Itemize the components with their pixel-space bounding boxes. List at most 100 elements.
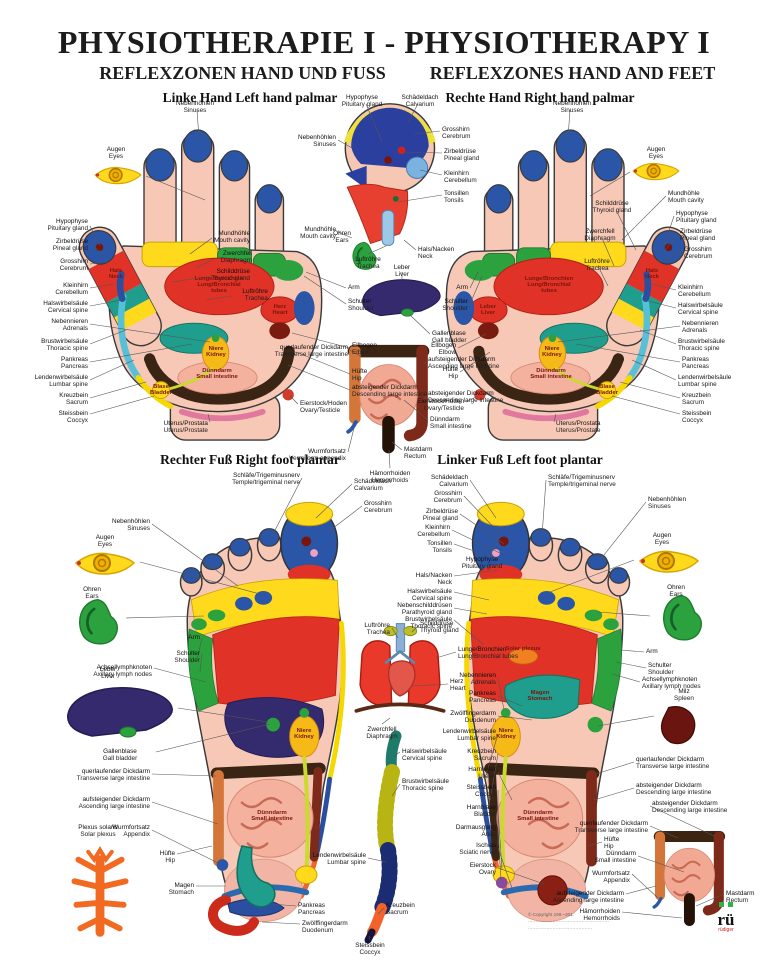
- leader-line-sinuses-feet-left: [151, 523, 239, 587]
- leader-line-cervical-feet: [393, 751, 401, 757]
- leader-line-appendix-feet-left: [151, 829, 221, 865]
- leader-line-axillary-feet-left: [153, 667, 207, 683]
- leader-line-desc-colon-hands: [423, 395, 427, 401]
- leader-line-pancreas-lfoot: [497, 695, 523, 707]
- leader-line-adrenals-lfoot: [497, 677, 505, 711]
- leader-line-parathyroid-lfoot: [453, 607, 488, 615]
- leader-line-mouth-right: [621, 195, 667, 241]
- leader-line-transverse-colon-hands: [349, 349, 361, 357]
- page-title: PHYSIOTHERAPIE I - PHYSIOTHERAPY I: [57, 24, 711, 60]
- leader-line-thyroid-right: [615, 209, 637, 251]
- leader-line-sciatic-lfoot: [497, 847, 513, 889]
- leader-line-desc-colon-diagram: [649, 805, 715, 837]
- leader-line-temple-lfoot: [541, 479, 547, 537]
- leader-line-thoracic-right: [639, 329, 677, 345]
- publisher-logo: rü rüdiger: [704, 894, 748, 934]
- leader-line-spleen-feet: [597, 715, 655, 727]
- leader-line-ovary-testicle-left: [289, 395, 299, 405]
- leader-line-duodenum-lfoot: [497, 715, 533, 721]
- leader-line-cerebellum-lfoot: [451, 529, 503, 555]
- leader-line-gallbladder-center: [409, 314, 431, 335]
- leader-line-uterus-prostate-right: [553, 413, 557, 423]
- leader-line-bladder-lfoot: [497, 809, 503, 871]
- leader-line-lumbar-right: [631, 359, 677, 381]
- leader-line-pituitary-left: [89, 225, 101, 247]
- leader-line-appendix-hands: [347, 427, 355, 453]
- leader-line-pituitary-lfoot: [489, 541, 498, 555]
- leader-line-pancreas-right: [575, 343, 681, 363]
- leader-line-eyes-right: [589, 171, 631, 197]
- leader-line-coccyx-feet: [368, 935, 371, 941]
- logo-text: rü: [717, 910, 735, 929]
- leader-line-lung-feet: [435, 651, 457, 659]
- leader-line-eyes-left: [145, 175, 206, 201]
- leader-line-cervical-left: [89, 299, 123, 307]
- leader-line-anus-lfoot: [497, 829, 502, 881]
- leader-line-pancreas-feet: [271, 903, 297, 907]
- leader-line-adrenals-right: [557, 325, 681, 343]
- copyright-text: © Copyright 199.–201. ··················…: [528, 912, 609, 933]
- leader-line-hip-feet-left: [176, 845, 213, 855]
- leader-line-transverse-colon-feet-right: [595, 761, 635, 775]
- leader-line-heart-feet: [411, 683, 449, 687]
- leader-line-transverse-colon-feet-left: [151, 773, 217, 777]
- leader-line-ovary-lfoot: [497, 867, 545, 885]
- leader-line-asc-colon-diagram: [625, 885, 657, 895]
- leader-line-thyroid-left: [171, 275, 213, 283]
- copyright-line: ········································…: [528, 925, 593, 931]
- leader-line-trachea-right: [598, 267, 609, 287]
- leader-line-calvarium-lfoot: [469, 479, 497, 519]
- leader-line-neck-head: [403, 239, 417, 251]
- leader-line-thyroid-feet: [411, 625, 419, 633]
- leader-line-cervical-right: [643, 299, 677, 309]
- leader-line-cerebrum-head: [413, 130, 441, 135]
- leader-line-rectum-diagram: [695, 893, 725, 907]
- leader-line-cerebrum-right: [657, 251, 683, 263]
- leader-line-pancreas-left: [89, 343, 193, 363]
- leader-line-lumbar-left: [89, 359, 135, 381]
- leader-line-hemorrhoids-hands: [388, 449, 391, 469]
- leader-line-coccyx-right: [611, 395, 681, 415]
- leader-line-sacrum-lfoot: [489, 753, 499, 801]
- leader-line-desc-colon-feet-right: [593, 787, 635, 801]
- leader-line-gallbladder-feet: [155, 723, 271, 753]
- leader-line-lumbar-feet: [367, 857, 387, 863]
- leader-line-ears-feet-right: [597, 611, 651, 617]
- leader-line-sinuses-lfoot: [599, 501, 647, 561]
- leader-line-arm-right: [469, 271, 479, 289]
- leader-line-sacrum-left: [89, 381, 147, 399]
- leader-line-arm-feet-left: [196, 637, 203, 661]
- leader-line-calvarium-right-foot: [315, 483, 353, 519]
- leader-line-ears-feet-left: [125, 615, 205, 619]
- leader-line-pineal-right: [661, 233, 679, 255]
- leader-line-sacrum-right: [619, 381, 681, 399]
- leader-line-pineal-head: [403, 151, 443, 154]
- leader-line-sacrum-feet: [377, 907, 385, 915]
- leader-line-pineal-lfoot: [459, 513, 505, 545]
- leader-line-trachea-left: [205, 295, 233, 301]
- leader-line-lumbar-lfoot: [485, 733, 499, 776]
- leader-line-si-diagram: [637, 855, 685, 873]
- leader-line-hip-left: [295, 351, 351, 375]
- leader-line-arm-feet-right: [619, 649, 645, 653]
- leader-line-cerebellum-right: [651, 283, 677, 291]
- leader-line-sinuses-head: [337, 139, 353, 149]
- leader-line-pituitary-right: [663, 215, 675, 247]
- leader-line-mouth-left: [189, 237, 213, 255]
- leader-line-coccyx-left: [89, 395, 155, 415]
- leader-line-duodenum-feet: [261, 921, 301, 925]
- heading-right-hand: Rechte Hand Right hand palmar: [445, 90, 635, 105]
- leader-line-cervical-lfoot: [453, 591, 490, 601]
- leader-line-thoracic-lfoot: [453, 619, 485, 646]
- leader-line-ureter-lfoot: [497, 771, 513, 801]
- subtitle-german: REFLEXZONEN HAND UND FUSS: [99, 63, 386, 83]
- leader-line-shoulder-feet-right: [615, 661, 647, 669]
- leader-line-ovary-testicle-right: [465, 395, 479, 403]
- leader-line-diaphragm-right: [601, 237, 615, 267]
- copyright-line: © Copyright 199.–201.: [528, 912, 575, 917]
- heading-right-foot: Rechter Fuß Right foot plantar: [160, 452, 340, 467]
- heading-left-hand: Linke Hand Left hand palmar: [162, 90, 338, 105]
- logo-subtext: rüdiger: [718, 927, 734, 934]
- leader-line-tonsils-head: [397, 194, 443, 203]
